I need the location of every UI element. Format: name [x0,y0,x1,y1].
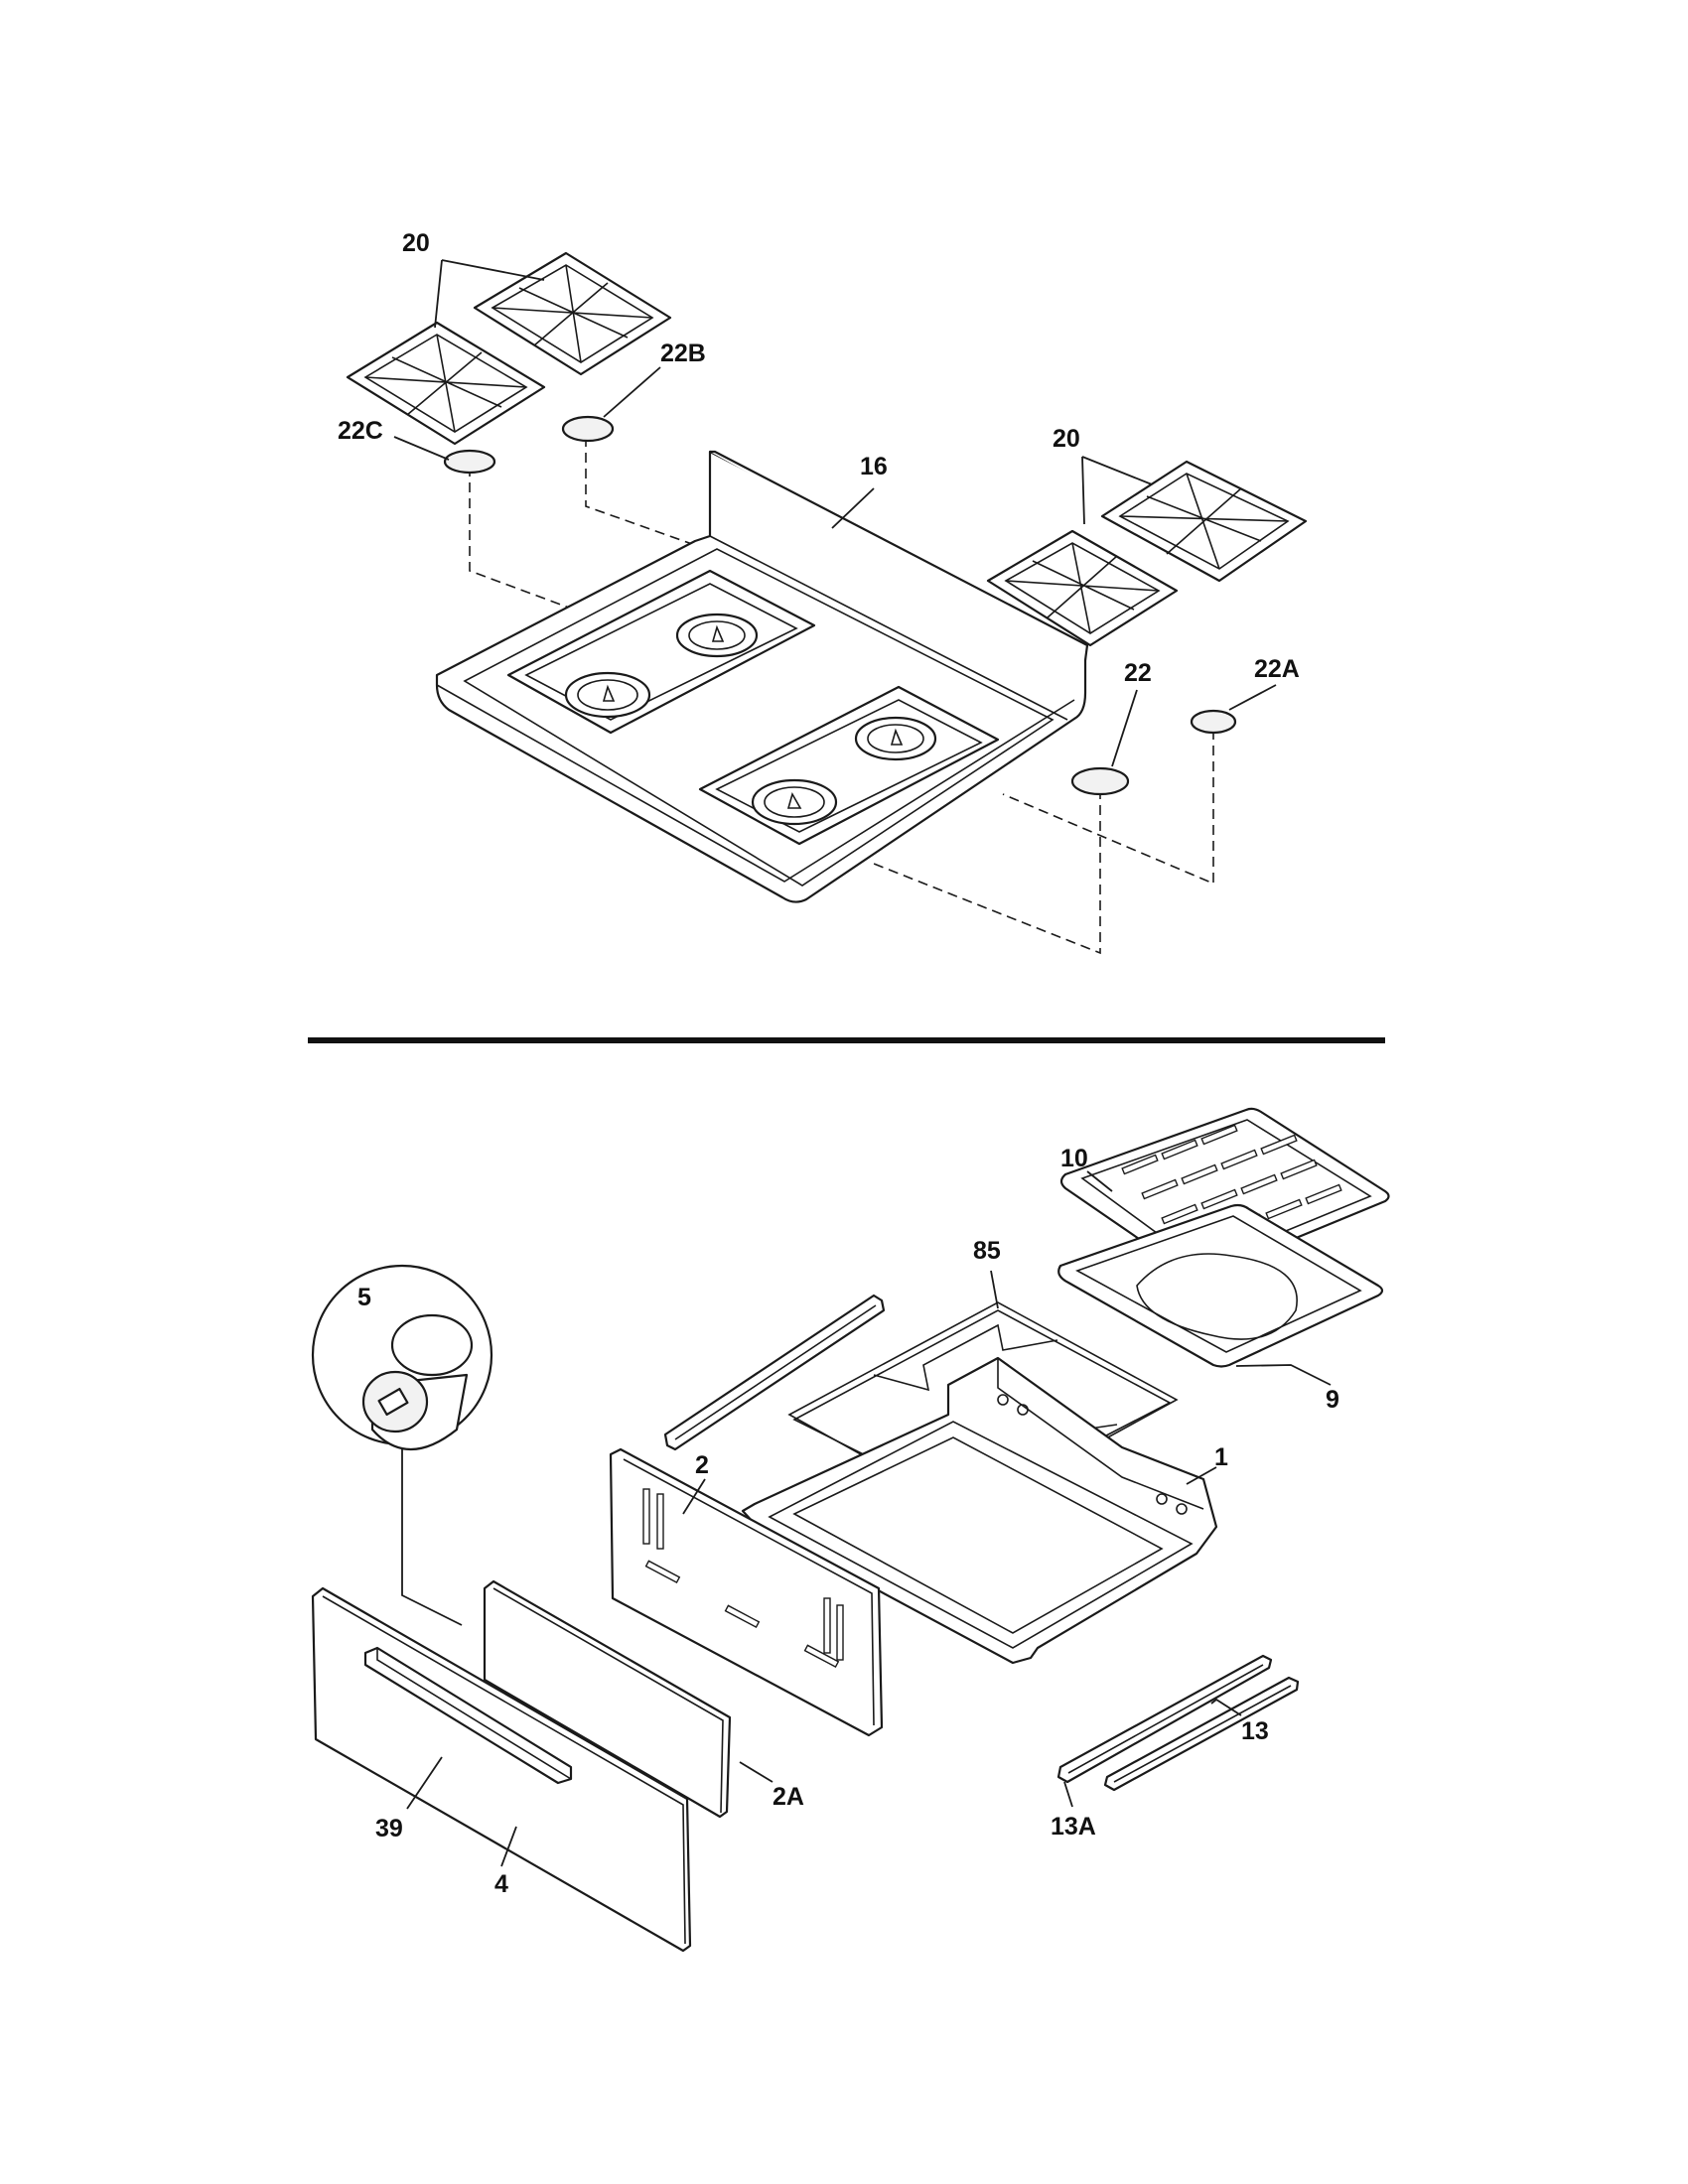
callout-22c: 22C [338,417,383,445]
drawer-slides-lower [1056,1654,1300,1792]
callout-5: 5 [357,1284,371,1311]
callout-39: 39 [375,1815,403,1843]
leader-lines-top [393,259,1277,767]
broiler-grid [1059,1107,1390,1279]
broiler-pan [1057,1203,1384,1368]
callout-4: 4 [494,1870,508,1898]
drawer-body [741,1356,1218,1665]
drawer-slide-upper [663,1294,886,1451]
drawer-front-panel [311,1586,692,1953]
callout-22: 22 [1124,659,1152,687]
callout-2a: 2A [773,1783,804,1811]
callout-85: 85 [973,1237,1001,1265]
callout-13a: 13A [1051,1813,1096,1841]
cooktop-main-top [435,450,1089,903]
callout-10: 10 [1060,1145,1088,1172]
callout-1: 1 [1214,1443,1228,1471]
callout-22a: 22A [1254,655,1300,683]
drawer-back-panel [609,1447,884,1737]
left-burner-grates [346,251,672,446]
drawer-inner-front [483,1579,732,1819]
leader-lines-bottom [406,1170,1332,1867]
callout-22b: 22B [660,340,706,367]
right-burner-grates [986,460,1308,647]
burner-caps [443,415,1237,796]
callout-20-left: 20 [402,229,430,257]
callout-20-right: 20 [1053,425,1080,453]
callout-labels: 20 22B 22C 16 20 22 22A 10 85 9 5 1 2 13… [338,229,1339,1898]
callout-2: 2 [695,1451,709,1479]
callout-16: 16 [860,453,888,480]
callout-9: 9 [1326,1386,1339,1414]
callout-13: 13 [1241,1717,1269,1745]
alignment-lines-top [469,437,1214,955]
detail-inset-knob [311,1264,493,1626]
section-divider [308,1037,1385,1043]
